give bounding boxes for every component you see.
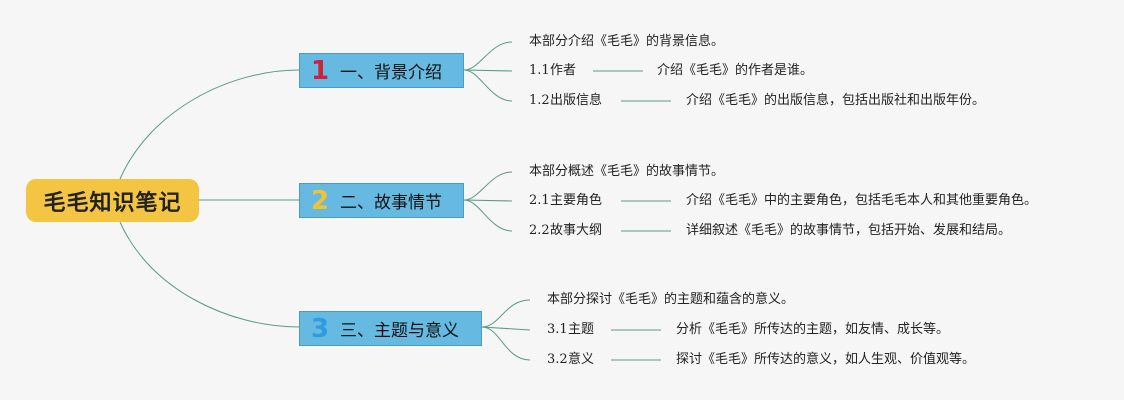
branch3-item1-name: 主题	[568, 322, 595, 337]
branch2-intro: 本部分概述《毛毛》的故事情节。	[529, 164, 725, 179]
branch1-item2-desc: 介绍《毛毛》的出版信息，包括出版社和出版年份。	[686, 93, 986, 108]
branch1-item1-desc: 介绍《毛毛》的作者是谁。	[657, 63, 814, 78]
branch-number-3: 3	[310, 313, 330, 344]
branch1-link-item2	[463, 69, 513, 102]
branch1-item1-id: 1.1	[529, 63, 550, 78]
branch2-item1-desc: 介绍《毛毛》中的主要角色，包括毛毛本人和其他重要角色。	[686, 193, 1038, 208]
branch-number-1: 1	[310, 55, 330, 86]
branch1-item2-id: 1.2	[529, 93, 550, 108]
branch-title-2: 二、故事情节	[340, 193, 442, 213]
root-node[interactable]: 毛毛知识笔记	[26, 179, 199, 222]
branch2-item2-id: 2.2	[529, 223, 550, 238]
branch1-link-item1	[463, 69, 513, 72]
branch3-link-item2	[481, 326, 531, 361]
branch3-link-item1	[481, 326, 531, 331]
branch3-intro: 本部分探讨《毛毛》的主题和蕴含的意义。	[547, 292, 795, 307]
root-title: 毛毛知识笔记	[43, 190, 182, 216]
branch3-item2-desc: 探讨《毛毛》所传达的意义，如人生观、价值观等。	[676, 352, 976, 367]
root-link-1	[119, 69, 300, 180]
branch1-link-intro	[463, 41, 513, 71]
branch2-link-intro	[463, 171, 513, 201]
branch3-item2-id: 3.2	[547, 352, 568, 367]
branch3-item2-name: 意义	[568, 352, 595, 367]
branch-number-2: 2	[310, 185, 330, 216]
branch-node-1[interactable]: 1 一、背景介绍	[299, 53, 464, 88]
branch3-item1-id: 3.1	[547, 322, 568, 337]
branch-node-3[interactable]: 3 三、主题与意义	[299, 311, 482, 346]
root-link-3	[119, 221, 300, 328]
branch3-item1-desc: 分析《毛毛》所传达的主题，如友情、成长等。	[676, 322, 950, 337]
branch1-item1-name: 作者	[550, 63, 577, 78]
branch2-item2-desc: 详细叙述《毛毛》的故事情节，包括开始、发展和结局。	[686, 223, 1012, 238]
branch3-link-intro	[481, 299, 531, 328]
branch1-intro: 本部分介绍《毛毛》的背景信息。	[529, 34, 725, 49]
branch2-link-item2	[463, 199, 513, 232]
branch2-item1-id: 2.1	[529, 193, 550, 208]
branch-title-3: 三、主题与意义	[340, 321, 459, 341]
branch2-item1-name: 主要角色	[550, 193, 603, 208]
branch2-link-item1	[463, 199, 513, 202]
branch-node-2[interactable]: 2 二、故事情节	[299, 183, 464, 218]
branch1-item2-name: 出版信息	[550, 93, 603, 108]
branch-title-1: 一、背景介绍	[340, 63, 442, 83]
branch2-item2-name: 故事大纲	[550, 223, 603, 238]
